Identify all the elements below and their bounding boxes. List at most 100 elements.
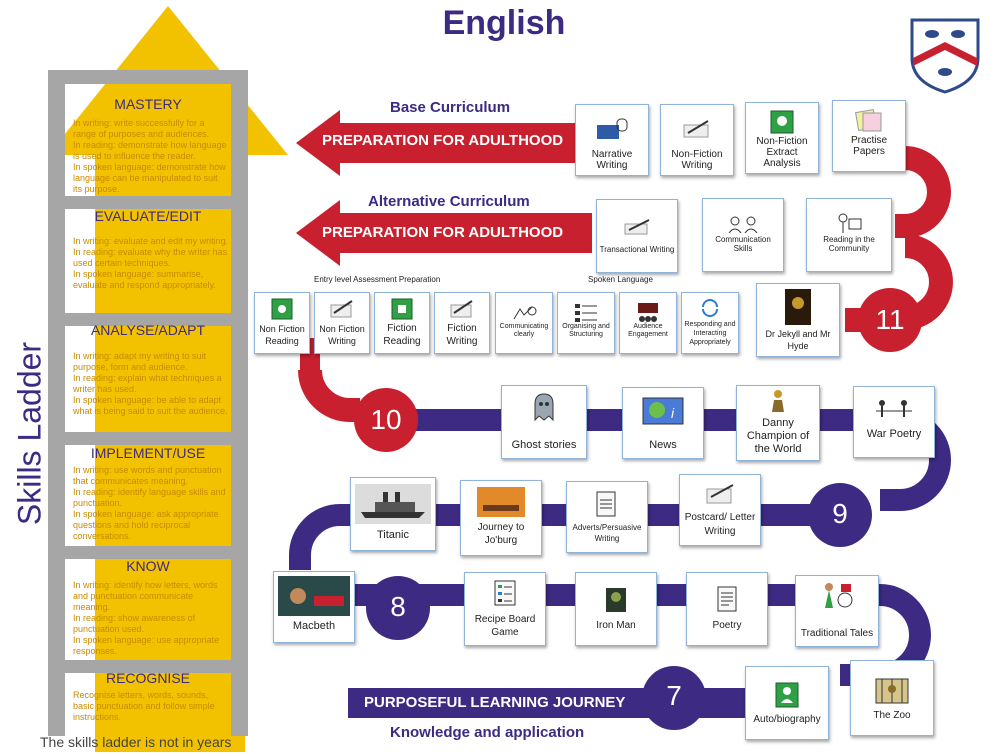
card-label: Non Fiction Writing bbox=[319, 324, 365, 346]
card-label: Responding and Interacting Appropriately bbox=[684, 321, 736, 346]
level-mastery: MASTERY bbox=[114, 96, 182, 112]
ghost-icon bbox=[534, 393, 554, 422]
level-know: KNOW bbox=[126, 558, 170, 574]
book-cover-image bbox=[278, 576, 350, 616]
card-label: Non-Fiction Extract Analysis bbox=[756, 136, 808, 169]
prep-adulthood-label-1: PREPARATION FOR ADULTHOOD bbox=[322, 132, 564, 149]
card-label: Danny Champion of the World bbox=[746, 417, 810, 455]
card-recipe-board-game: Recipe Board Game bbox=[464, 572, 546, 646]
green-book-icon bbox=[271, 298, 293, 320]
card-reading-community: Reading in the Community bbox=[806, 198, 892, 272]
card-postcard-letter: Postcard/ Letter Writing bbox=[679, 474, 761, 546]
year-circles bbox=[354, 288, 922, 730]
pencil-paper-icon bbox=[683, 120, 709, 138]
card-responding-interacting: Responding and Interacting Appropriately bbox=[681, 292, 739, 354]
card-non-fiction-writing: Non-Fiction Writing bbox=[660, 104, 734, 176]
level-recognise-text: Recognise letters, words, sounds, basic … bbox=[73, 690, 215, 722]
person-icon bbox=[772, 390, 784, 412]
skills-ladder-graphic bbox=[48, 6, 288, 752]
year-10: 10 bbox=[370, 404, 402, 435]
card-narrative-writing: Narrative Writing bbox=[575, 104, 649, 176]
card-label: Non Fiction Reading bbox=[259, 324, 305, 346]
green-book-icon bbox=[770, 110, 794, 134]
card-entry-non-fiction-writing: Non Fiction Writing bbox=[314, 292, 370, 354]
card-autobiography: Auto/biography bbox=[745, 666, 829, 740]
card-entry-fiction-reading: Fiction Reading bbox=[374, 292, 430, 354]
card-label: Ghost stories bbox=[511, 439, 577, 451]
card-label: Postcard/ Letter Writing bbox=[684, 512, 756, 537]
card-practise-papers: Practise Papers bbox=[832, 100, 906, 172]
card-label: Auto/biography bbox=[753, 714, 821, 725]
card-label: Adverts/Persuasive Writing bbox=[572, 523, 642, 543]
card-label: Communicating clearly bbox=[499, 323, 549, 338]
card-label: News bbox=[649, 439, 677, 451]
skills-ladder-vertical-label: Skills Ladder bbox=[11, 341, 48, 526]
book-cover-image bbox=[477, 487, 525, 517]
card-entry-non-fiction-reading: Non Fiction Reading bbox=[254, 292, 310, 354]
papers-icon bbox=[854, 108, 882, 132]
pencil-paper-icon bbox=[450, 300, 473, 318]
card-label: Dr Jekyll and Mr Hyde bbox=[765, 329, 831, 351]
level-recognise: RECOGNISE bbox=[105, 670, 190, 686]
card-label: Practise Papers bbox=[850, 135, 888, 157]
green-book-icon bbox=[775, 682, 799, 708]
ship-image bbox=[355, 484, 431, 524]
year-9: 9 bbox=[832, 498, 848, 529]
soldiers-icon bbox=[876, 400, 912, 417]
level-mastery-text: In writing: write successfully for a ran… bbox=[73, 118, 227, 194]
level-evaluate-text: In writing: evaluate and edit my writing… bbox=[73, 236, 229, 290]
card-organising-structuring: Organising and Structuring bbox=[557, 292, 615, 354]
book-pen-icon bbox=[597, 118, 628, 139]
school-crest-logo bbox=[910, 18, 980, 94]
pencil-paper-icon bbox=[330, 300, 353, 318]
document-icon bbox=[596, 491, 616, 517]
level-analyse-text: In writing: adapt my writing to suit pur… bbox=[73, 351, 228, 416]
document-icon bbox=[717, 586, 737, 612]
knowledge-label: Knowledge and application bbox=[390, 724, 585, 741]
card-communicating-clearly: Communicating clearly bbox=[495, 292, 553, 354]
green-book-icon bbox=[391, 298, 413, 320]
card-traditional-tales: Traditional Tales bbox=[795, 575, 879, 647]
level-implement: IMPLEMENT/USE bbox=[90, 445, 206, 461]
pencil-paper-icon bbox=[706, 484, 734, 504]
hand-speech-icon bbox=[513, 306, 537, 320]
year-11: 11 bbox=[875, 304, 905, 335]
year-8: 8 bbox=[390, 591, 406, 622]
alternative-curriculum-label: Alternative Curriculum bbox=[368, 193, 530, 210]
card-label: Fiction Writing bbox=[446, 323, 478, 347]
card-journey-joburg: Journey to Jo'burg bbox=[460, 480, 542, 556]
zoo-gate-icon bbox=[875, 678, 909, 704]
card-non-fiction-extract: Non-Fiction Extract Analysis bbox=[745, 102, 819, 174]
card-label: Reading in the Community bbox=[823, 235, 875, 253]
level-evaluate: EVALUATE/EDIT bbox=[94, 208, 202, 224]
list-icon bbox=[575, 304, 597, 322]
card-titanic: Titanic bbox=[350, 477, 436, 551]
entry-level-label: Entry level Assessment Preparation bbox=[314, 275, 441, 284]
card-label: Narrative Writing bbox=[591, 149, 633, 171]
card-label: Recipe Board Game bbox=[474, 614, 536, 638]
card-label: Traditional Tales bbox=[800, 628, 874, 639]
card-entry-fiction-writing: Fiction Writing bbox=[434, 292, 490, 354]
year-7: 7 bbox=[666, 680, 682, 711]
card-iron-man: Iron Man bbox=[575, 572, 657, 646]
card-label: Communication Skills bbox=[715, 235, 771, 253]
card-label: Iron Man bbox=[596, 620, 636, 631]
people-talking-icon bbox=[728, 216, 758, 234]
arrow-base bbox=[296, 110, 575, 176]
prep-adulthood-label-2: PREPARATION FOR ADULTHOOD bbox=[322, 224, 564, 241]
card-jekyll-hyde: Dr Jekyll and Mr Hyde bbox=[756, 283, 840, 357]
level-analyse: ANALYSE/ADAPT bbox=[90, 322, 206, 338]
card-communication-skills: Communication Skills bbox=[702, 198, 784, 272]
card-the-zoo: The Zoo bbox=[850, 660, 934, 736]
svg-text:i: i bbox=[671, 405, 675, 421]
card-label: Organising and Structuring bbox=[562, 323, 610, 338]
book-cover-image bbox=[785, 289, 811, 325]
pencil-paper-icon bbox=[624, 219, 650, 235]
card-label: War Poetry bbox=[866, 428, 922, 440]
base-curriculum-label: Base Curriculum bbox=[390, 99, 511, 116]
page-title: English bbox=[442, 4, 566, 42]
arrow-alt bbox=[296, 200, 592, 266]
card-label: Fiction Reading bbox=[383, 323, 421, 347]
